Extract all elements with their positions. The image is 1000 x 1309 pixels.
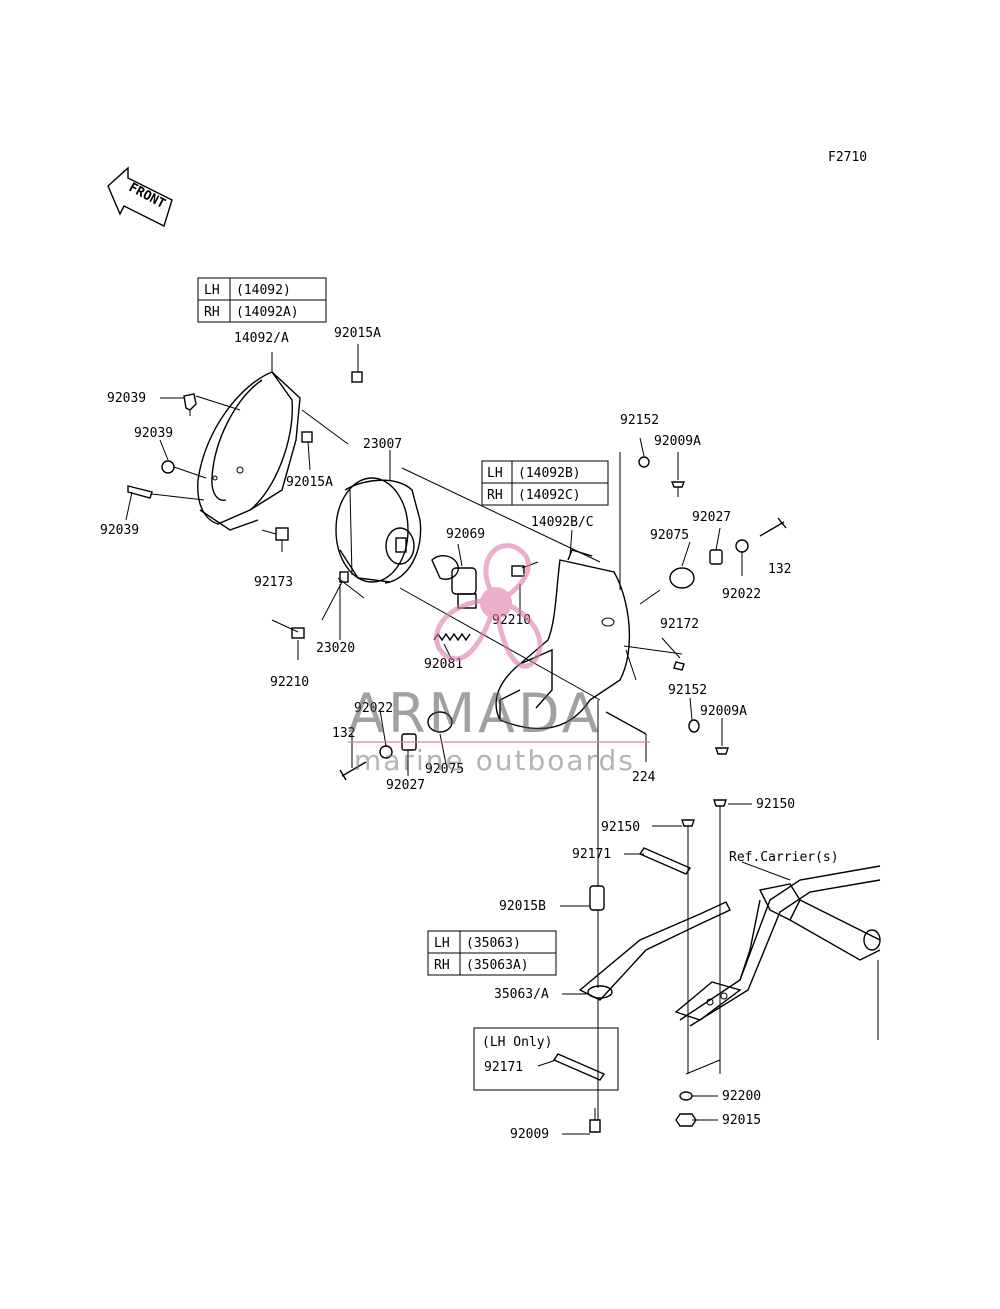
table-cell: (35063) xyxy=(466,936,521,951)
table-cell: LH xyxy=(204,283,220,298)
spring-shape xyxy=(433,632,471,642)
part-label: 132 xyxy=(332,726,355,741)
part-label: 92152 xyxy=(620,413,659,428)
part-label: 92022 xyxy=(722,587,761,602)
table-cell: (14092A) xyxy=(236,305,299,320)
watermark-title: ARMADA xyxy=(348,682,602,745)
part-label: 92009 xyxy=(510,1127,549,1142)
table-cell: (14092B) xyxy=(518,466,581,481)
leader-lines xyxy=(125,344,791,1135)
bulb-shape xyxy=(431,555,477,609)
figure-code: F2710 xyxy=(828,150,867,165)
part-label: 14092/A xyxy=(234,331,289,346)
strap-shape xyxy=(552,1053,606,1081)
table-cell: (35063A) xyxy=(466,958,529,973)
lh-only-box: (LH Only) xyxy=(473,1027,619,1091)
part-label: 92172 xyxy=(660,617,699,632)
table-cell: RH xyxy=(434,958,450,973)
table-headlight-case: LH (14092) RH (14092A) xyxy=(197,277,327,323)
part-label: 132 xyxy=(768,562,791,577)
lh-only-label: (LH Only) xyxy=(482,1035,552,1050)
nut-shape xyxy=(275,527,289,541)
front-arrow-icon: FRONT xyxy=(107,166,173,227)
headlight-shape xyxy=(335,477,422,584)
part-label: 92152 xyxy=(668,683,707,698)
part-label: 92210 xyxy=(270,675,309,690)
nut-shape xyxy=(351,371,363,383)
bracket-shape xyxy=(578,901,731,1001)
table-cell: RH xyxy=(204,305,220,320)
propeller-logo-icon xyxy=(434,543,543,669)
carrier-frame-shape xyxy=(674,865,881,1040)
part-label: 92173 xyxy=(254,575,293,590)
ref-carrier-label: Ref.Carrier(s) xyxy=(729,850,839,865)
strap-shape xyxy=(638,847,692,875)
table-cell: LH xyxy=(487,466,503,481)
part-label: 92171 xyxy=(572,847,611,862)
clip-shape xyxy=(511,565,525,577)
part-label: 92022 xyxy=(354,701,393,716)
part-label: 92150 xyxy=(756,797,795,812)
part-label: 92075 xyxy=(650,528,689,543)
part-label: 23020 xyxy=(316,641,355,656)
part-label: 92009A xyxy=(700,704,747,719)
part-label: 92039 xyxy=(134,426,173,441)
part-label: 92171 xyxy=(484,1060,523,1075)
watermark-subtitle: marine outboards xyxy=(354,744,635,777)
part-label: 23007 xyxy=(363,437,402,452)
front-label: FRONT xyxy=(126,180,168,212)
part-label: 92039 xyxy=(107,391,146,406)
watermark: ARMADA marine outboards xyxy=(348,543,650,777)
part-label: 92009A xyxy=(654,434,701,449)
table-cell: RH xyxy=(487,488,503,503)
part-label: 92039 xyxy=(100,523,139,538)
table-cover: LH (14092B) RH (14092C) xyxy=(481,460,609,506)
table-cell: (14092) xyxy=(236,283,291,298)
part-label: 92075 xyxy=(425,762,464,777)
part-label: 92015A xyxy=(286,475,333,490)
part-label: 92200 xyxy=(722,1089,761,1104)
part-label: 92069 xyxy=(446,527,485,542)
part-label: 92150 xyxy=(601,820,640,835)
fastener-shapes xyxy=(339,456,787,1133)
part-label: 35063/A xyxy=(494,987,549,1002)
table-cell: LH xyxy=(434,936,450,951)
table-bracket: LH (35063) RH (35063A) xyxy=(427,930,557,976)
part-label: 92015 xyxy=(722,1113,761,1128)
part-label: 92027 xyxy=(386,778,425,793)
nut-shape xyxy=(301,431,313,443)
table-cell: (14092C) xyxy=(518,488,581,503)
part-label: 92015B xyxy=(499,899,546,914)
part-label: 92015A xyxy=(334,326,381,341)
part-labels: 14092/A 92015A 92039 92039 92039 23007 9… xyxy=(100,326,839,1142)
part-label: 92027 xyxy=(692,510,731,525)
part-label: 224 xyxy=(632,770,656,785)
headlight-case-shape xyxy=(197,371,301,531)
part-label: 14092B/C xyxy=(531,515,594,530)
clip-shape xyxy=(291,627,305,639)
